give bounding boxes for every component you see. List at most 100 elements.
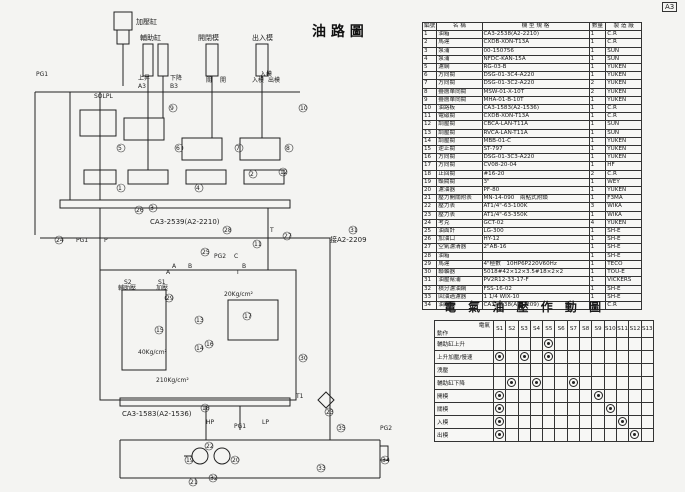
solenoid-on-marker <box>495 429 505 439</box>
operation-cell <box>554 389 568 403</box>
parts-cell: CV08-20-04 <box>481 161 590 171</box>
parts-cell: 馬達 <box>436 259 483 270</box>
operation-cell <box>591 415 605 429</box>
operation-row-label: 關模 <box>434 402 494 416</box>
parts-cell: 21 <box>421 194 438 204</box>
operation-cell <box>529 376 544 390</box>
operation-row: 開模 <box>434 389 655 403</box>
item-number-balloon <box>204 339 214 349</box>
parts-cell: 泵浦 <box>436 46 483 56</box>
parts-cell: HY-12 <box>481 235 590 245</box>
solenoid-on-marker <box>568 377 578 387</box>
solenoid-on-marker <box>519 351 529 361</box>
operation-cell <box>492 389 507 403</box>
operation-cell <box>517 376 531 390</box>
cylinder-aux-right <box>157 43 169 77</box>
parts-cell: 2"AB-16 <box>481 243 590 253</box>
operation-cell <box>566 363 581 377</box>
port-letter: T <box>269 227 274 234</box>
item-number-balloon <box>316 463 326 473</box>
solenoid-on-marker <box>507 377 517 387</box>
port-letter: P <box>104 237 108 244</box>
parts-cell: 4"極數 10HP6P220V60Hz <box>481 259 590 270</box>
item-number: 32 <box>210 475 218 482</box>
cylinder-aux-left <box>142 43 154 77</box>
operation-cell <box>505 402 519 416</box>
item-number: 9 <box>170 105 174 112</box>
operation-cell <box>579 415 593 429</box>
solenoid-on-marker <box>495 416 505 426</box>
port-label: A3 <box>138 83 146 90</box>
parts-cell: C.R <box>605 300 642 311</box>
operation-cell <box>628 428 642 442</box>
item-number-balloon <box>222 225 232 235</box>
port-label: 開 <box>220 77 226 84</box>
item-number: 7 <box>236 145 240 152</box>
parts-cell: CBCA-LAN-T11A <box>481 120 590 130</box>
item-number-balloon <box>336 423 346 433</box>
valve-block-1 <box>79 109 117 137</box>
parts-cell: DSG-01-3C4-A220 <box>481 71 590 81</box>
parts-cell: 馬達 <box>436 38 483 48</box>
parts-cell: 疊層單向閥 <box>436 87 483 97</box>
motor-symbol <box>213 447 231 465</box>
parts-cell: 1 <box>588 177 607 188</box>
parts-cell: SUN <box>605 54 642 65</box>
operation-column-header: S7 <box>566 320 581 338</box>
parts-cell: 33 <box>421 292 438 302</box>
parts-cell: 27 <box>421 243 438 253</box>
item-number-balloon <box>168 103 178 113</box>
parts-cell: 28 <box>421 251 438 261</box>
operation-cell <box>603 415 617 429</box>
parts-cell: 聯軸器 <box>436 268 483 278</box>
operation-cell <box>640 428 655 442</box>
pressure-gauge-label: PG2 <box>214 253 226 260</box>
item-number: 6 <box>176 145 180 152</box>
operation-cell <box>529 415 544 429</box>
parts-table-header: 編號名 稱機 型 規 格數量製 造 廠 <box>421 21 642 32</box>
parts-cell: SUN <box>605 46 642 56</box>
operation-cell <box>628 415 642 429</box>
operation-cell <box>628 376 642 390</box>
item-number: 11 <box>254 241 262 248</box>
valve-label: 加壓 <box>156 284 168 292</box>
item-number: 30 <box>300 355 308 362</box>
parts-cell: 1 <box>588 104 607 114</box>
item-number-balloon <box>54 235 64 245</box>
operation-column-header: S8 <box>579 320 593 338</box>
operation-cell <box>628 389 642 403</box>
parts-cell: PV2R12-33-17-F <box>481 276 590 286</box>
parts-cell: GCT-02 <box>481 218 590 229</box>
item-number-balloon <box>194 343 204 353</box>
item-number: 3 <box>150 205 154 212</box>
operation-cell <box>505 363 519 377</box>
parts-cell: 泵浦 <box>436 54 483 65</box>
parts-cell: 13 <box>421 128 438 138</box>
parts-cell: 3 <box>588 202 607 212</box>
operation-cell <box>492 337 507 351</box>
item-number-balloon <box>200 247 210 257</box>
parts-cell: 電磁閥 <box>436 112 483 122</box>
parts-cell <box>481 251 590 261</box>
parts-cell: SH-E <box>605 243 642 253</box>
operation-cell <box>554 415 568 429</box>
operation-cell <box>505 389 519 403</box>
page-title: 油 路 圖 <box>312 23 364 40</box>
operation-row-label: 輔助缸下降 <box>434 376 494 390</box>
operation-cell <box>579 428 593 442</box>
operation-cell <box>566 337 581 351</box>
parts-cell: 方向閥 <box>436 153 483 163</box>
item-number-balloon <box>116 143 126 153</box>
